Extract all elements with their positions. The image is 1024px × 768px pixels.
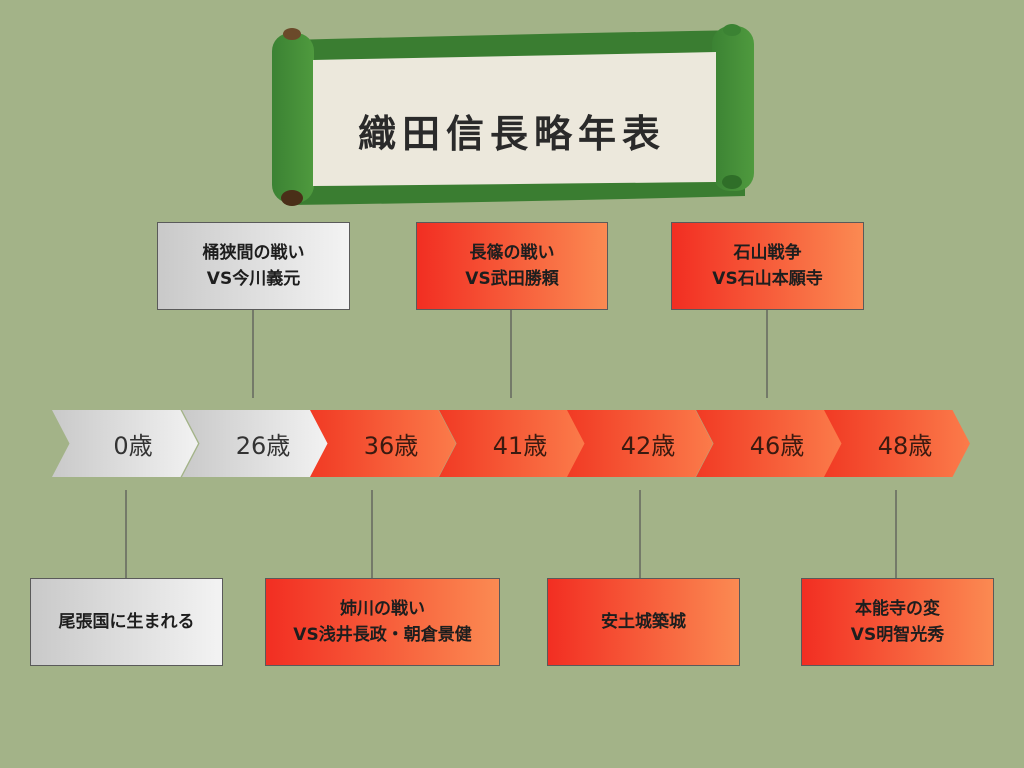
event-title: 桶狭間の戦い xyxy=(202,242,305,263)
timeline-age-0[interactable]: 0歳 xyxy=(52,410,198,477)
timeline-age-41[interactable]: 41歳 xyxy=(439,410,585,477)
event-okehazama: 桶狭間の戦い VS今川義元 xyxy=(157,222,350,310)
event-title: 姉川の戦い xyxy=(340,598,425,619)
event-birth: 尾張国に生まれる xyxy=(30,578,223,666)
scroll-paper xyxy=(313,52,716,186)
scroll-left-roller xyxy=(272,33,314,203)
timeline-age-26[interactable]: 26歳 xyxy=(182,410,328,477)
event-opponent: VS浅井長政・朝倉景健 xyxy=(293,625,472,645)
event-honnoji: 本能寺の変 VS明智光秀 xyxy=(801,578,994,666)
event-title: 安土城築城 xyxy=(601,611,686,632)
timeline-age-36[interactable]: 36歳 xyxy=(310,410,456,477)
timeline-age-42[interactable]: 42歳 xyxy=(567,410,713,477)
event-nagashino: 長篠の戦い VS武田勝頼 xyxy=(416,222,608,310)
scroll-right-roller xyxy=(712,26,754,191)
event-title: 石山戦争 xyxy=(733,242,802,263)
event-opponent: VS明智光秀 xyxy=(850,625,945,645)
event-title: 長篠の戦い xyxy=(469,242,555,263)
event-azuchi-castle: 安土城築城 xyxy=(547,578,740,666)
event-title: 尾張国に生まれる xyxy=(58,611,195,632)
event-opponent: VS石山本願寺 xyxy=(712,269,823,289)
event-title: 本能寺の変 xyxy=(855,598,940,619)
event-opponent: VS今川義元 xyxy=(206,269,301,289)
timeline-age-48[interactable]: 48歳 xyxy=(824,410,970,477)
event-ishiyama: 石山戦争 VS石山本願寺 xyxy=(671,222,864,310)
event-anegawa: 姉川の戦い VS浅井長政・朝倉景健 xyxy=(265,578,500,666)
event-opponent: VS武田勝頼 xyxy=(465,269,559,289)
page-title: 織田信長略年表 xyxy=(357,110,666,156)
timeline-age-46[interactable]: 46歳 xyxy=(696,410,842,477)
